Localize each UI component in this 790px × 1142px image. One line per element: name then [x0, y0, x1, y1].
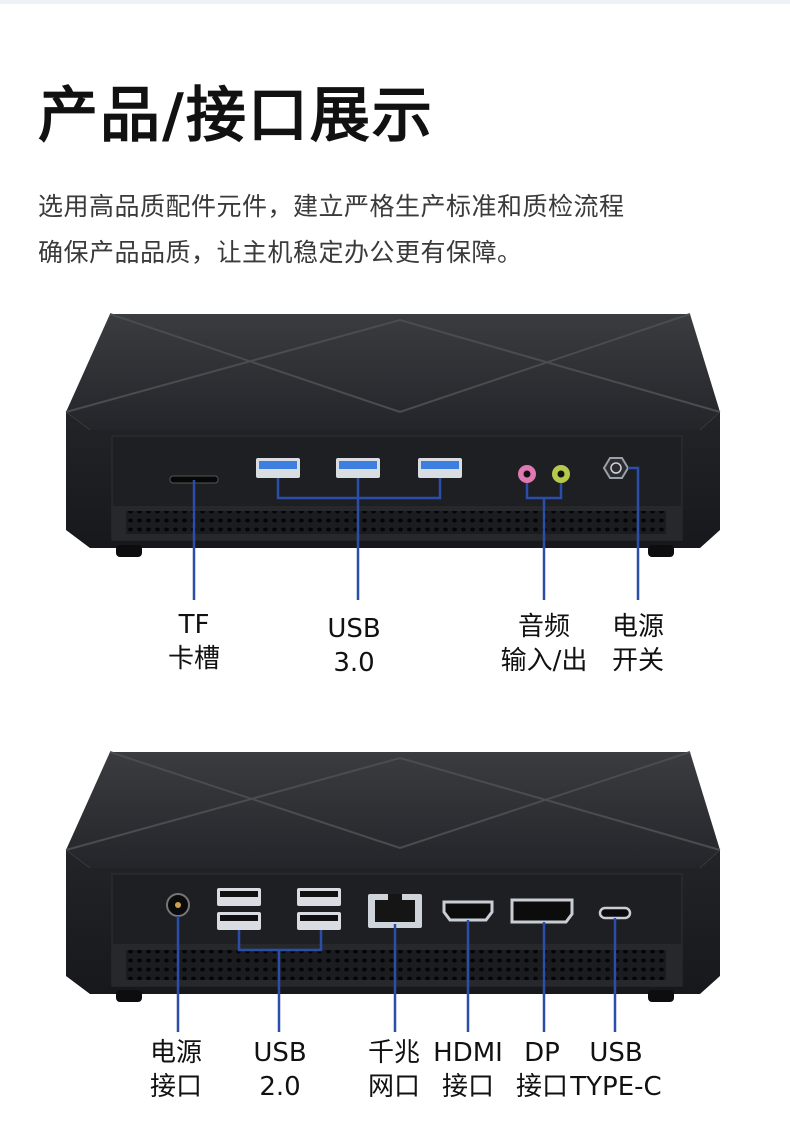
label-tf-card-slot: TF 卡槽: [168, 608, 220, 676]
callout-lines-rear: [176, 916, 617, 1032]
top-divider: [0, 0, 790, 4]
dp-port: [510, 898, 574, 924]
label-line: TF: [178, 610, 210, 640]
label-usb-typec: USB TYPE-C: [570, 1036, 661, 1104]
label-line: USB: [253, 1038, 307, 1068]
label-line: 2.0: [259, 1072, 301, 1102]
usb3-port-1: [256, 458, 300, 478]
chassis-top: [66, 314, 720, 430]
mini-pc-front-image: [65, 313, 721, 600]
label-line: HDMI: [433, 1038, 503, 1068]
description-line-1: 选用高品质配件元件，建立严格生产标准和质检流程: [38, 192, 625, 221]
label-line: 卡槽: [167, 644, 221, 674]
power-button: [602, 457, 630, 479]
chassis-top: [66, 752, 720, 868]
label-line: DP: [524, 1038, 560, 1068]
label-line: 千兆: [367, 1038, 421, 1068]
vent-grille: [126, 511, 666, 534]
label-line: 电源: [149, 1038, 203, 1068]
label-line: USB: [589, 1038, 643, 1068]
callout-lines-front: [192, 466, 640, 600]
label-line: 电源: [611, 612, 665, 642]
usb3-port-2: [336, 458, 380, 478]
label-usb2: USB 2.0: [253, 1036, 306, 1104]
typec-port: [598, 906, 632, 920]
hdmi-port: [442, 900, 494, 922]
label-line: 音频: [517, 612, 571, 642]
label-line: 网口: [367, 1072, 421, 1102]
label-line: 3.0: [333, 648, 375, 678]
label-line: 接口: [441, 1072, 495, 1102]
label-hdmi: HDMI 接口: [433, 1036, 503, 1104]
label-line: 开关: [611, 646, 665, 676]
lan-port: [368, 894, 422, 928]
description-line-2: 确保产品品质，让主机稳定办公更有保障。: [38, 238, 523, 267]
label-power-switch: 电源 开关: [612, 610, 664, 678]
label-line: 接口: [149, 1072, 203, 1102]
label-line: USB: [327, 614, 381, 644]
mini-pc-rear-image: [65, 751, 721, 1032]
label-audio-io: 音频 输入/出: [501, 610, 588, 678]
label-line: 接口: [515, 1072, 569, 1102]
usb3-port-3: [418, 458, 462, 478]
label-displayport: DP 接口: [516, 1036, 568, 1104]
page-title: 产品/接口展示: [38, 81, 434, 151]
label-line: 输入/出: [500, 646, 588, 676]
label-dc-power: 电源 接口: [150, 1036, 202, 1104]
label-line: TYPE-C: [570, 1072, 662, 1102]
label-gigabit-lan: 千兆 网口: [368, 1036, 420, 1104]
label-usb3: USB 3.0: [327, 612, 380, 680]
